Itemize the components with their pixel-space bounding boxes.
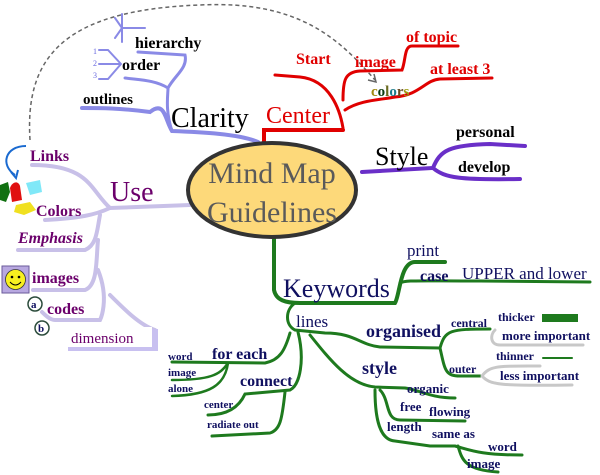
code-b: b: [38, 323, 44, 335]
outlines-label: outlines: [83, 92, 133, 108]
keywords-branch: Keywords print case UPPER and lower line…: [168, 236, 592, 474]
thicker-line-sample: [542, 314, 578, 322]
links-label: Links: [30, 148, 69, 165]
smiley-icon: [1, 265, 30, 294]
use-label: Use: [110, 177, 154, 208]
fe-word-label: word: [168, 351, 192, 363]
arrowhead-icon: [367, 73, 378, 84]
flowing-label: flowing: [429, 404, 471, 419]
code-b-icon: [34, 320, 50, 336]
outer-label: outer: [449, 362, 477, 376]
develop-label: develop: [458, 159, 511, 176]
images-label: images: [32, 270, 79, 287]
colors-label: Colors: [36, 203, 81, 220]
number-3: 3: [93, 71, 97, 80]
fe-image-label: image: [168, 367, 196, 379]
of-topic-label: of topic: [406, 29, 457, 46]
center-title-line2: Guidelines: [207, 196, 337, 229]
center-label: Center: [266, 103, 330, 129]
hierarchy-label: hierarchy: [135, 35, 201, 52]
word-label: word: [488, 439, 518, 454]
thicker-label: thicker: [498, 310, 535, 324]
center-title-line1: Mind Map: [208, 157, 336, 190]
style-branch: Style personal develop: [360, 124, 527, 182]
radiate-out-label: radiate out: [207, 419, 259, 431]
case-label: case: [420, 268, 448, 285]
upper-lower-label: UPPER and lower: [462, 264, 587, 283]
fe-alone-label: alone: [168, 383, 193, 395]
central-node: Mind Map Guidelines: [186, 141, 358, 239]
thinner-label: thinner: [496, 349, 535, 363]
image-label: image: [355, 54, 396, 71]
clarity-label: Clarity: [171, 103, 249, 134]
center-branch: Center Start image of topic at least 3 c…: [262, 29, 494, 147]
image-keyword-label: image: [467, 456, 500, 471]
dimension-label: dimension: [71, 331, 134, 347]
for-each-label: for each: [212, 346, 267, 363]
connect-center-label: center: [204, 399, 233, 411]
organised-label: organised: [366, 321, 441, 341]
style-label: Style: [375, 142, 428, 171]
links-curved-arrow: [5, 145, 27, 176]
personal-label: personal: [456, 124, 515, 141]
code-a-icon: [27, 296, 43, 312]
links-dashed-arrow: [28, 3, 376, 141]
keywords-style-label: style: [362, 358, 397, 378]
hierarchy-fork-icon: [114, 13, 146, 43]
same-as-label: same as: [432, 426, 475, 441]
organic-label: organic: [407, 381, 449, 396]
at-least-3-label: at least 3: [430, 61, 490, 78]
colors-multicolor-label: colors: [371, 84, 410, 100]
order-label: order: [122, 57, 160, 74]
order-fork-icon: [98, 49, 122, 80]
keywords-label: Keywords: [283, 274, 390, 303]
start-label: Start: [296, 51, 331, 68]
more-important-label: more important: [502, 328, 591, 343]
connect-label: connect: [240, 373, 293, 390]
lines-label: lines: [296, 312, 328, 331]
number-1: 1: [93, 47, 97, 56]
emphasis-label: Emphasis: [17, 230, 83, 247]
colors-splash-icon: [0, 180, 42, 215]
length-label: length: [387, 419, 422, 434]
dimension-box: [66, 327, 152, 347]
central-label: central: [451, 316, 488, 330]
code-a: a: [31, 299, 37, 311]
use-branch: Use Links Colors Emphasis images a b cod…: [0, 145, 192, 351]
free-label: free: [400, 399, 422, 414]
clarity-branch: 1 2 3 Clarity hierarchy order outlines: [80, 13, 260, 144]
less-important-label: less important: [500, 368, 580, 383]
codes-label: codes: [47, 301, 84, 318]
print-label: print: [407, 241, 439, 260]
number-2: 2: [93, 59, 97, 68]
